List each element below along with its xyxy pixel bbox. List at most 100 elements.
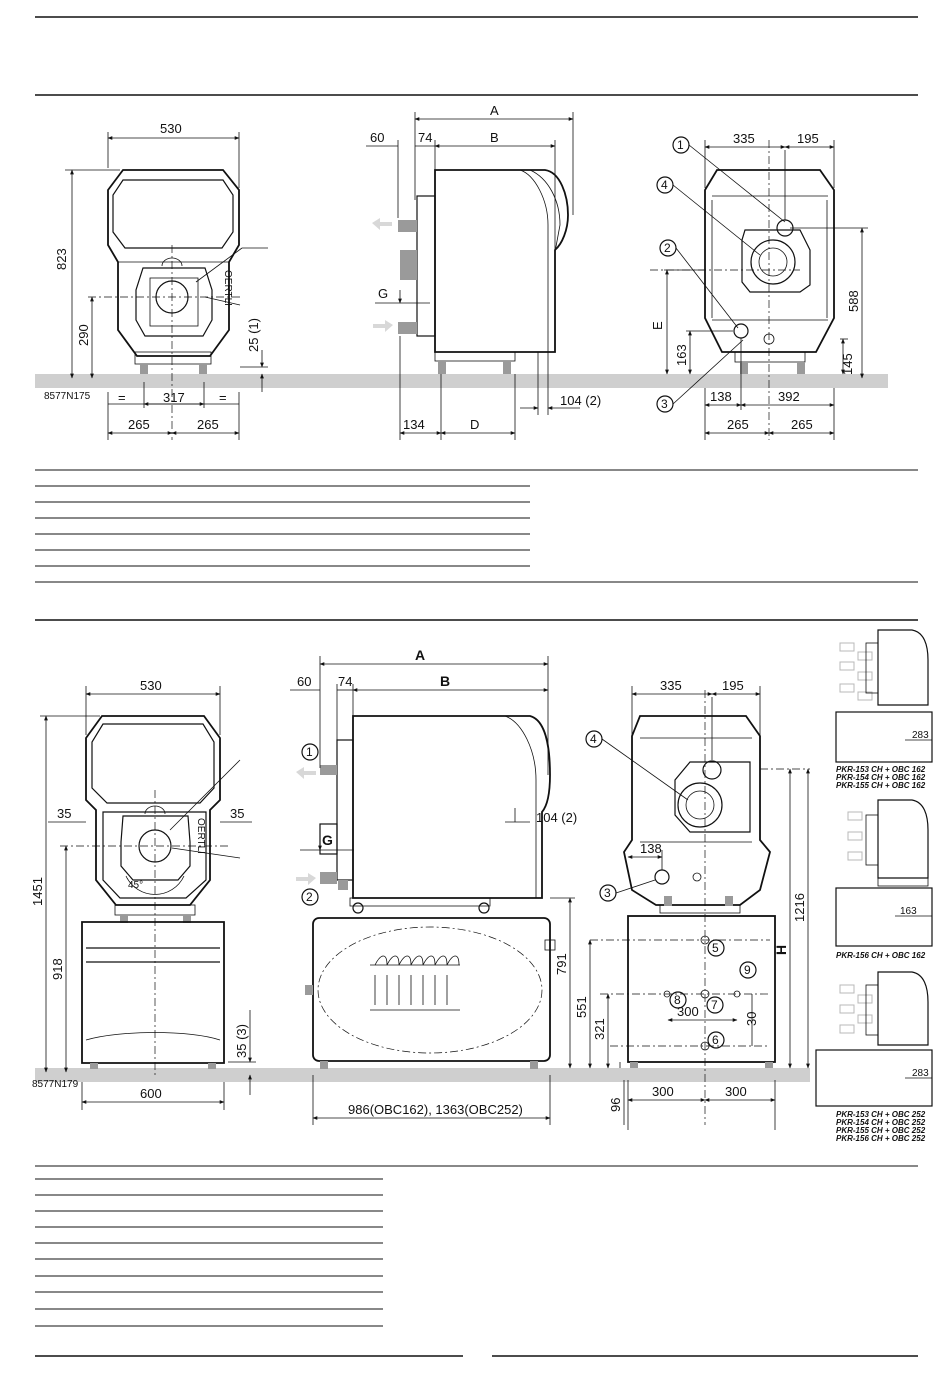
fig2-callout-4: 4 <box>590 732 597 746</box>
fig2-front-35-left: 35 <box>57 806 71 821</box>
fig2-side-length: 986(OBC162), 1363(OBC252) <box>348 1102 523 1117</box>
fig2-rear-30: 30 <box>744 1012 759 1026</box>
fig2-callout-5: 5 <box>712 941 719 955</box>
fig1-rear-163: 163 <box>674 344 689 366</box>
fig2-callout-9: 9 <box>744 963 751 977</box>
fig1-front-height: 823 <box>54 248 69 270</box>
fig2-rear-H: H <box>773 945 789 955</box>
page-rules <box>35 16 918 1357</box>
svg-text:OERTLI: OERTLI <box>195 818 206 854</box>
fig2-callout-8: 8 <box>674 993 681 1007</box>
table-1-rules <box>35 485 530 567</box>
fig2-rear-96: 96 <box>608 1098 623 1112</box>
variant-2: 163 PKR-156 CH + OBC 162 <box>835 799 933 960</box>
fig1-front-view: OERTLI <box>88 169 268 440</box>
variant-1-dim: 283 <box>912 730 929 741</box>
fig2-side-791: 791 <box>554 953 569 975</box>
fig2-rear-base-left: 300 <box>652 1084 674 1099</box>
fig1-rear-half-left: 265 <box>727 417 749 432</box>
floor-strip-1 <box>35 374 888 388</box>
fig1-callout-3: 3 <box>661 397 668 411</box>
fig2-side-104: 104 (2) <box>536 810 577 825</box>
fig2-side-60: 60 <box>297 674 311 689</box>
fig2-rear-335: 335 <box>660 678 682 693</box>
fig2-front-angle: 45° <box>128 880 143 891</box>
fig1-ref-code: 8577N175 <box>44 391 91 402</box>
fig2-rear-195: 195 <box>722 678 744 693</box>
fig1-front-equal-left: = <box>118 390 126 405</box>
fig2-side-dimensions: A B 60 74 G 104 (2) 791 986(OBC162), 136… <box>290 647 577 1125</box>
fig1-rear-half-right: 265 <box>791 417 813 432</box>
fig2-callout-1: 1 <box>306 745 313 759</box>
fig2-front-view: OERTLI 45° <box>60 715 241 1075</box>
fig1-side-104: 104 (2) <box>560 393 601 408</box>
variant-3-caption-1: PKR-154 CH + OBC 252 <box>836 1118 926 1127</box>
fig2-front-base: 600 <box>140 1086 162 1101</box>
fig1-rear-145: 145 <box>840 353 855 375</box>
fig2-rear-138: 138 <box>640 841 662 856</box>
fig1-callout-2: 2 <box>664 241 671 255</box>
fig2-front-dimensions: 530 35 35 1451 918 35 (3) 600 8577N179 <box>30 678 256 1110</box>
fig2-rear-1216: 1216 <box>792 893 807 922</box>
fig1-front-half-right: 265 <box>197 417 219 432</box>
fig1-front-width: 530 <box>160 121 182 136</box>
fig1-side-view <box>372 169 569 374</box>
fig1-rear-138: 138 <box>710 389 732 404</box>
floor-strip-2 <box>35 1068 810 1082</box>
fig1-rear-195: 195 <box>797 131 819 146</box>
fig2-rear-view <box>590 690 810 1125</box>
fig1-rear-335: 335 <box>733 131 755 146</box>
fig2-side-74: 74 <box>338 674 352 689</box>
fig2-callout-2: 2 <box>306 890 313 904</box>
variant-2-caption-0: PKR-156 CH + OBC 162 <box>836 951 926 960</box>
fig2-rear-300-mid: 300 <box>677 1004 699 1019</box>
fig1-side-74: 74 <box>418 130 432 145</box>
fig1-side-D: D <box>470 417 479 432</box>
fig1-side-B: B <box>490 130 499 145</box>
fig1-callout-4: 4 <box>661 178 668 192</box>
fig1-side-dimensions: A B 60 74 G 134 D 104 (2) <box>366 103 601 440</box>
fig2-rear-321: 321 <box>592 1018 607 1040</box>
fig1-rear-E: E <box>650 321 665 330</box>
fig1-rear-588: 588 <box>846 290 861 312</box>
variant-3: 283 PKR-153 CH + OBC 252 PKR-154 CH + OB… <box>815 971 933 1143</box>
variant-3-caption-3: PKR-156 CH + OBC 252 <box>836 1134 926 1143</box>
fig1-rear-view <box>650 140 835 440</box>
fig1-side-60: 60 <box>370 130 384 145</box>
table-2-rules <box>35 1178 383 1327</box>
fig2-front-35-right: 35 <box>230 806 244 821</box>
fig1-callout-1: 1 <box>677 138 684 152</box>
variant-1: 283 PKR-153 CH + OBC 162 PKR-154 CH + OB… <box>835 629 933 790</box>
fig1-side-G: G <box>378 286 388 301</box>
variant-3-caption-0: PKR-153 CH + OBC 252 <box>836 1110 926 1119</box>
variant-1-caption-1: PKR-154 CH + OBC 162 <box>836 773 926 782</box>
fig2-callout-7: 7 <box>711 998 718 1012</box>
fig2-callout-3: 3 <box>604 886 611 900</box>
variant-2-dim: 163 <box>900 906 917 917</box>
fig1-front-dimensions: 530 823 290 25 (1) = 317 = 265 265 8577N… <box>44 121 268 440</box>
fig2-rear-dimensions: 335 195 138 1216 H 551 321 96 300 30 300… <box>574 678 810 1130</box>
fig2-side-view <box>296 715 556 1069</box>
fig2-side-A: A <box>415 647 425 663</box>
svg-text:OERTLI: OERTLI <box>222 270 233 306</box>
variant-3-caption-2: PKR-155 CH + OBC 252 <box>836 1126 926 1135</box>
fig2-front-height: 1451 <box>30 877 45 906</box>
fig1-side-134: 134 <box>403 417 425 432</box>
fig1-rear-dimensions: 335 195 588 145 E 163 138 392 265 265 1 … <box>650 131 868 440</box>
variant-1-caption-0: PKR-153 CH + OBC 162 <box>836 765 926 774</box>
fig2-callout-6: 6 <box>712 1033 719 1047</box>
fig1-front-equal-right: = <box>219 390 227 405</box>
fig1-front-half-left: 265 <box>128 417 150 432</box>
fig1-front-axis-height: 290 <box>76 324 91 346</box>
fig1-rear-392: 392 <box>778 389 800 404</box>
fig2-front-width: 530 <box>140 678 162 693</box>
fig2-rear-551: 551 <box>574 996 589 1018</box>
fig2-front-918: 918 <box>50 958 65 980</box>
fig2-side-B: B <box>440 673 450 689</box>
fig2-side-G: G <box>322 832 333 848</box>
variant-1-caption-2: PKR-155 CH + OBC 162 <box>836 781 926 790</box>
fig1-side-A: A <box>490 103 499 118</box>
fig2-rear-base-right: 300 <box>725 1084 747 1099</box>
fig1-front-foot-note: 25 (1) <box>246 318 261 352</box>
